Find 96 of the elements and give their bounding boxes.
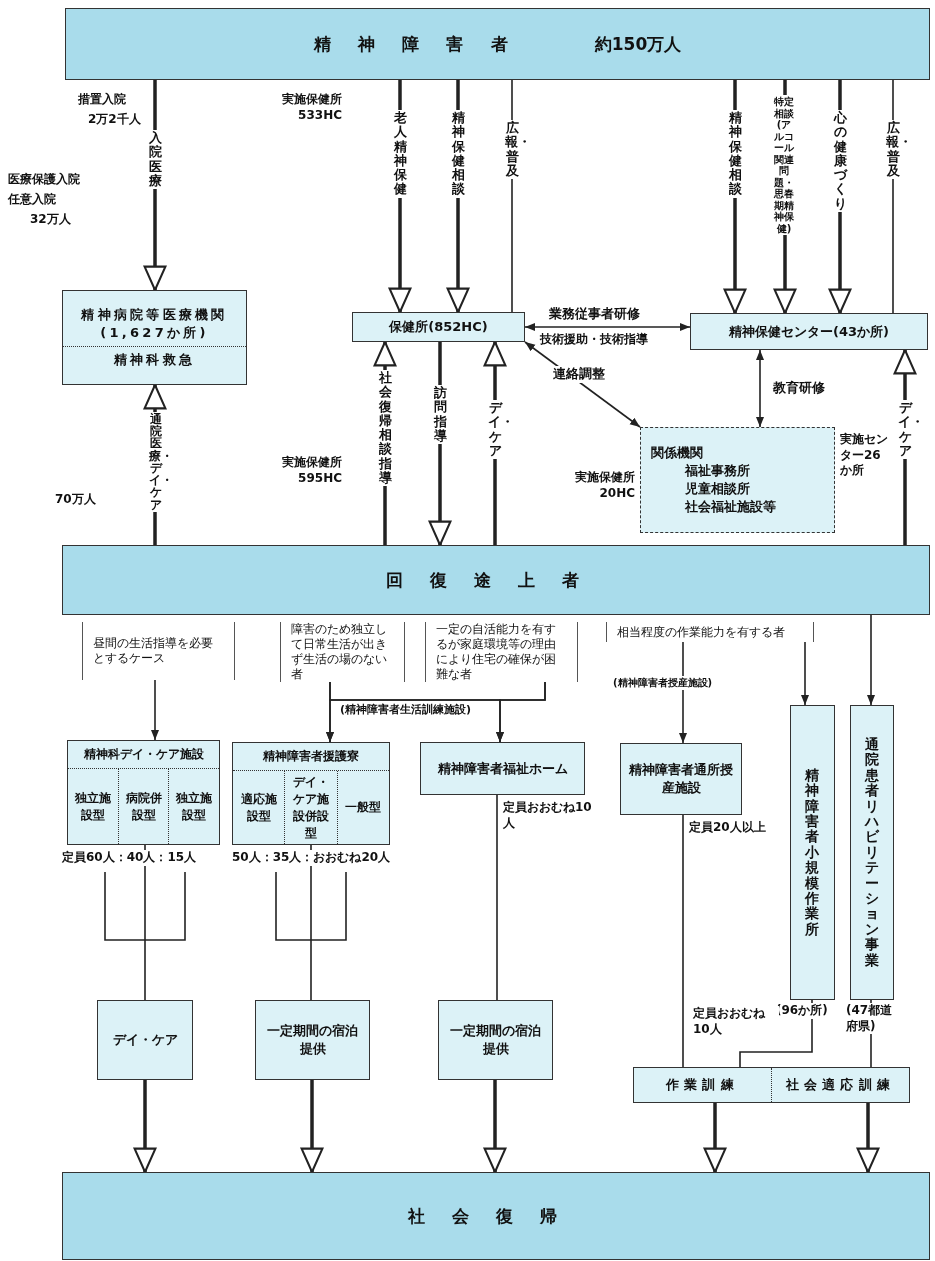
edge-label: 精神保健相談 bbox=[450, 110, 468, 198]
process-box bbox=[97, 1000, 193, 1080]
arrow bbox=[801, 641, 809, 706]
process-box bbox=[352, 312, 525, 342]
edge-label: (精神障害者授産施設) bbox=[612, 676, 714, 690]
process-box bbox=[62, 290, 247, 385]
edge-label: 老人精神保健 bbox=[392, 110, 410, 198]
note-text: 技術援助・技術指導 bbox=[540, 332, 648, 348]
node-label: 適応施設型 bbox=[239, 790, 278, 825]
process-box bbox=[438, 1000, 553, 1080]
node-label: 保健所(852HC) bbox=[387, 318, 489, 336]
node-label: 社会適応訓練 bbox=[771, 1068, 909, 1102]
note-text: 実施保健所533HC bbox=[281, 92, 342, 124]
node-label: 福祉事務所 bbox=[685, 462, 750, 480]
note-text: 32万人 bbox=[30, 212, 71, 228]
edge-label: 精神保健相談 bbox=[727, 110, 745, 198]
node-note: 定員おおむね10人 bbox=[693, 1006, 779, 1038]
edge-label: 社会復帰相談指導 bbox=[377, 370, 395, 487]
note-text: (精神障害者生活訓練施設) bbox=[340, 703, 472, 718]
node-label: 一定期間の宿泊提供 bbox=[449, 1022, 542, 1058]
node-label: 相当程度の作業能力を有する者 bbox=[616, 623, 786, 641]
node-label: 回復途上者 bbox=[385, 568, 607, 592]
node-label: 病院併設型 bbox=[117, 769, 169, 844]
node-label: 社会復帰 bbox=[407, 1204, 585, 1228]
process-box bbox=[255, 1000, 370, 1080]
connector-line bbox=[275, 844, 347, 1001]
node-note: 定員おおむね10人 bbox=[503, 800, 593, 832]
dashed-box bbox=[640, 427, 835, 533]
bracketed-note bbox=[82, 622, 235, 680]
edge-label: 訪問指導 bbox=[432, 385, 450, 445]
process-box bbox=[690, 313, 928, 350]
banner-box bbox=[62, 1172, 930, 1260]
node-label: 精神障害者小規模作業所 bbox=[803, 765, 821, 939]
connector-line bbox=[739, 999, 813, 1068]
node-label: 障害のため独立して日常生活が出きず生活の場のない者 bbox=[290, 621, 388, 683]
edge-label: 業務従事者研修 bbox=[548, 306, 641, 323]
process-box bbox=[420, 742, 585, 795]
connector-line bbox=[682, 814, 684, 1068]
block-arrow bbox=[703, 1103, 727, 1174]
node-label: デイ・ケア施設併設型 bbox=[284, 771, 337, 844]
edge-label: 心の健康づくり bbox=[832, 110, 850, 213]
banner-box bbox=[65, 8, 930, 80]
block-arrow bbox=[483, 1080, 507, 1174]
block-arrow bbox=[300, 1080, 324, 1174]
node-label: 社会福祉施設等 bbox=[685, 498, 776, 516]
edge-label: 連絡調整 bbox=[552, 366, 606, 383]
arrow bbox=[524, 323, 691, 331]
node-label: 独立施設型 bbox=[73, 789, 112, 824]
node-label: 精神障害者福祉ホーム bbox=[436, 759, 569, 778]
node-heading: 精神科デイ・ケア施設 bbox=[82, 746, 205, 763]
connector-line bbox=[104, 844, 186, 1001]
note-text: 措置入院 bbox=[78, 92, 126, 108]
block-arrow bbox=[133, 1080, 157, 1174]
note-text: 任意入院 bbox=[8, 192, 56, 208]
arrow bbox=[867, 614, 875, 706]
process-box bbox=[633, 1067, 910, 1103]
arrow bbox=[756, 349, 764, 428]
node-heading: 精神病院等医療機関(1,627か所) bbox=[80, 306, 229, 342]
edge-label: 特定相談(アルコール関連問題・思春期精神保健) bbox=[772, 95, 796, 235]
edge-label: 入院医療 bbox=[147, 130, 165, 190]
node-label: 精神保健センター(43か所) bbox=[728, 322, 890, 341]
node-heading: 精神障害者援護寮 bbox=[262, 748, 360, 765]
edge-label: 教育研修 bbox=[772, 380, 826, 397]
bracketed-note bbox=[606, 622, 814, 642]
bracketed-note bbox=[425, 622, 578, 682]
node-label: 一定期間の宿泊提供 bbox=[266, 1022, 359, 1058]
node-label: 作業訓練 bbox=[664, 1076, 740, 1094]
node-label: 一定の自活能力を有するが家庭環境等の理由により住宅の確保が困難な者 bbox=[435, 621, 557, 683]
node-label: 通院患者リハビリテーション事業 bbox=[863, 735, 880, 970]
process-box bbox=[232, 742, 390, 845]
node-label: デイ・ケア bbox=[111, 1031, 179, 1049]
banner-box bbox=[62, 545, 930, 615]
node-note: 実施保健所20HC bbox=[574, 470, 635, 502]
note-text: 70万人 bbox=[55, 492, 96, 508]
process-box bbox=[67, 740, 220, 845]
node-label: 独立施設型 bbox=[168, 769, 219, 844]
node-label: 精神障害者 bbox=[313, 32, 535, 56]
note-text: 2万2千人 bbox=[88, 112, 141, 128]
process-box bbox=[850, 705, 894, 1000]
node-label: 精神科救急 bbox=[112, 351, 197, 369]
arrow bbox=[679, 641, 687, 744]
process-box bbox=[790, 705, 835, 1000]
note-text: 医療保護入院 bbox=[8, 172, 80, 188]
node-label: 昼間の生活指導を必要とするケース bbox=[92, 635, 214, 667]
node-label: 約150万人 bbox=[594, 32, 682, 56]
arrow bbox=[151, 679, 159, 741]
bracketed-note bbox=[280, 622, 405, 682]
note-text: 実施保健所595HC bbox=[281, 455, 342, 487]
process-box bbox=[620, 743, 742, 815]
arrow bbox=[496, 681, 546, 743]
node-heading: 関係機関 bbox=[651, 444, 703, 462]
node-label: 精神障害者通所授産施設 bbox=[628, 761, 734, 797]
connector-line bbox=[496, 794, 498, 1001]
node-label: 児童相談所 bbox=[685, 480, 750, 498]
node-label: 一般型 bbox=[336, 771, 389, 844]
block-arrow bbox=[856, 1103, 880, 1174]
